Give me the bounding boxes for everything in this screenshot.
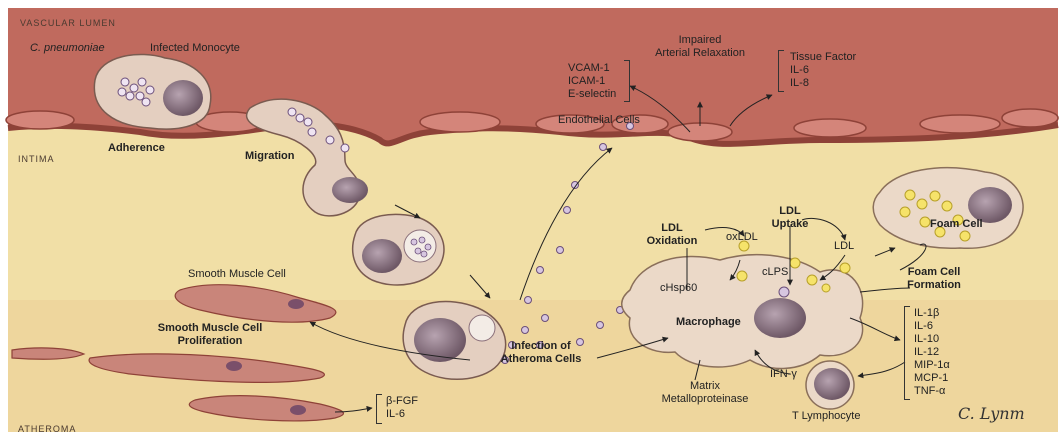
infected-intimal-cell (353, 214, 444, 285)
ifn-gamma-label: IFN-γ (770, 368, 797, 381)
smc-proliferation-label: Smooth Muscle Cell Proliferation (140, 322, 280, 348)
impaired-relaxation-label: Impaired Arterial Relaxation (630, 34, 770, 60)
foam-cell-formation-label: Foam Cell Formation (894, 266, 974, 292)
oxldl-label: oxLDL (726, 231, 758, 244)
adhesion-molecules-list: VCAM-1 ICAM-1 E-selectin (568, 62, 616, 101)
migration-label: Migration (245, 150, 295, 163)
ldl-uptake-line-2: Uptake (760, 218, 820, 231)
impaired-relaxation-line-1: Impaired (630, 34, 770, 47)
cytokine-6: MCP-1 (914, 372, 950, 385)
infection-atheroma-line-2: Atheroma Cells (486, 353, 596, 366)
adhesion-molecule-2: ICAM-1 (568, 75, 616, 88)
macrophage-label: Macrophage (676, 316, 741, 329)
artist-signature: C. Lynm (958, 404, 1025, 423)
endothelial-cells-label: Endothelial Cells (558, 114, 640, 127)
pathogen-label: C. pneumoniae (30, 42, 105, 55)
intima-label: INTIMA (18, 153, 55, 166)
smc-factor-2: IL-6 (386, 408, 418, 421)
foam-cell (873, 168, 1023, 249)
ldl-oxidation-label: LDL Oxidation (640, 222, 704, 248)
smc-proliferation-line-2: Proliferation (140, 335, 280, 348)
endothelial-product-1: Tissue Factor (790, 51, 856, 64)
adhesion-molecule-1: VCAM-1 (568, 62, 616, 75)
cytokine-3: IL-10 (914, 333, 950, 346)
cytokine-2: IL-6 (914, 320, 950, 333)
foam-cell-label: Foam Cell (930, 218, 983, 231)
smc-factors-bracket (376, 394, 382, 424)
smc-factors-list: β-FGF IL-6 (386, 395, 418, 421)
infection-atheroma-label: Infection of Atheroma Cells (486, 340, 596, 366)
foam-cell-formation-line-1: Foam Cell (894, 266, 974, 279)
smooth-muscle-cell-label: Smooth Muscle Cell (188, 268, 286, 281)
cytokine-5: MIP-1α (914, 359, 950, 372)
lumen-label: VASCULAR LUMEN (20, 17, 116, 30)
endothelial-products-bracket (778, 50, 784, 92)
atheroma-label: ATHEROMA (18, 423, 76, 436)
cytokine-7: TNF-α (914, 385, 950, 398)
ldl-oxidation-line-1: LDL (640, 222, 704, 235)
endothelial-product-3: IL-8 (790, 77, 856, 90)
cytokines-bracket (904, 306, 910, 400)
mmp-line-2: Metalloproteinase (640, 393, 770, 406)
cytokine-4: IL-12 (914, 346, 950, 359)
t-lymphocyte-cell (806, 361, 854, 409)
mmp-line-1: Matrix (640, 380, 770, 393)
impaired-relaxation-line-2: Arterial Relaxation (630, 47, 770, 60)
smc-proliferation-line-1: Smooth Muscle Cell (140, 322, 280, 335)
chsp60-label: cHsp60 (660, 282, 697, 295)
endothelial-product-2: IL-6 (790, 64, 856, 77)
foam-cell-formation-line-2: Formation (894, 279, 974, 292)
adhesion-molecule-3: E-selectin (568, 88, 616, 101)
macrophage-cell (622, 255, 863, 369)
ldl-uptake-line-1: LDL (760, 205, 820, 218)
cytokines-list: IL-1β IL-6 IL-10 IL-12 MIP-1α MCP-1 TNF-… (914, 307, 950, 398)
ldl-label: LDL (834, 240, 854, 253)
adhesion-bracket (624, 60, 630, 102)
t-lymphocyte-label: T Lymphocyte (792, 410, 860, 423)
adherence-label: Adherence (108, 142, 165, 155)
infected-monocyte-label: Infected Monocyte (150, 42, 240, 55)
ldl-oxidation-line-2: Oxidation (640, 235, 704, 248)
endothelial-products-list: Tissue Factor IL-6 IL-8 (790, 51, 856, 90)
mmp-label: Matrix Metalloproteinase (640, 380, 770, 406)
ldl-uptake-label: LDL Uptake (760, 205, 820, 231)
infection-atheroma-line-1: Infection of (486, 340, 596, 353)
clps-label: cLPS (762, 266, 788, 279)
cytokine-1: IL-1β (914, 307, 950, 320)
smc-factor-1: β-FGF (386, 395, 418, 408)
